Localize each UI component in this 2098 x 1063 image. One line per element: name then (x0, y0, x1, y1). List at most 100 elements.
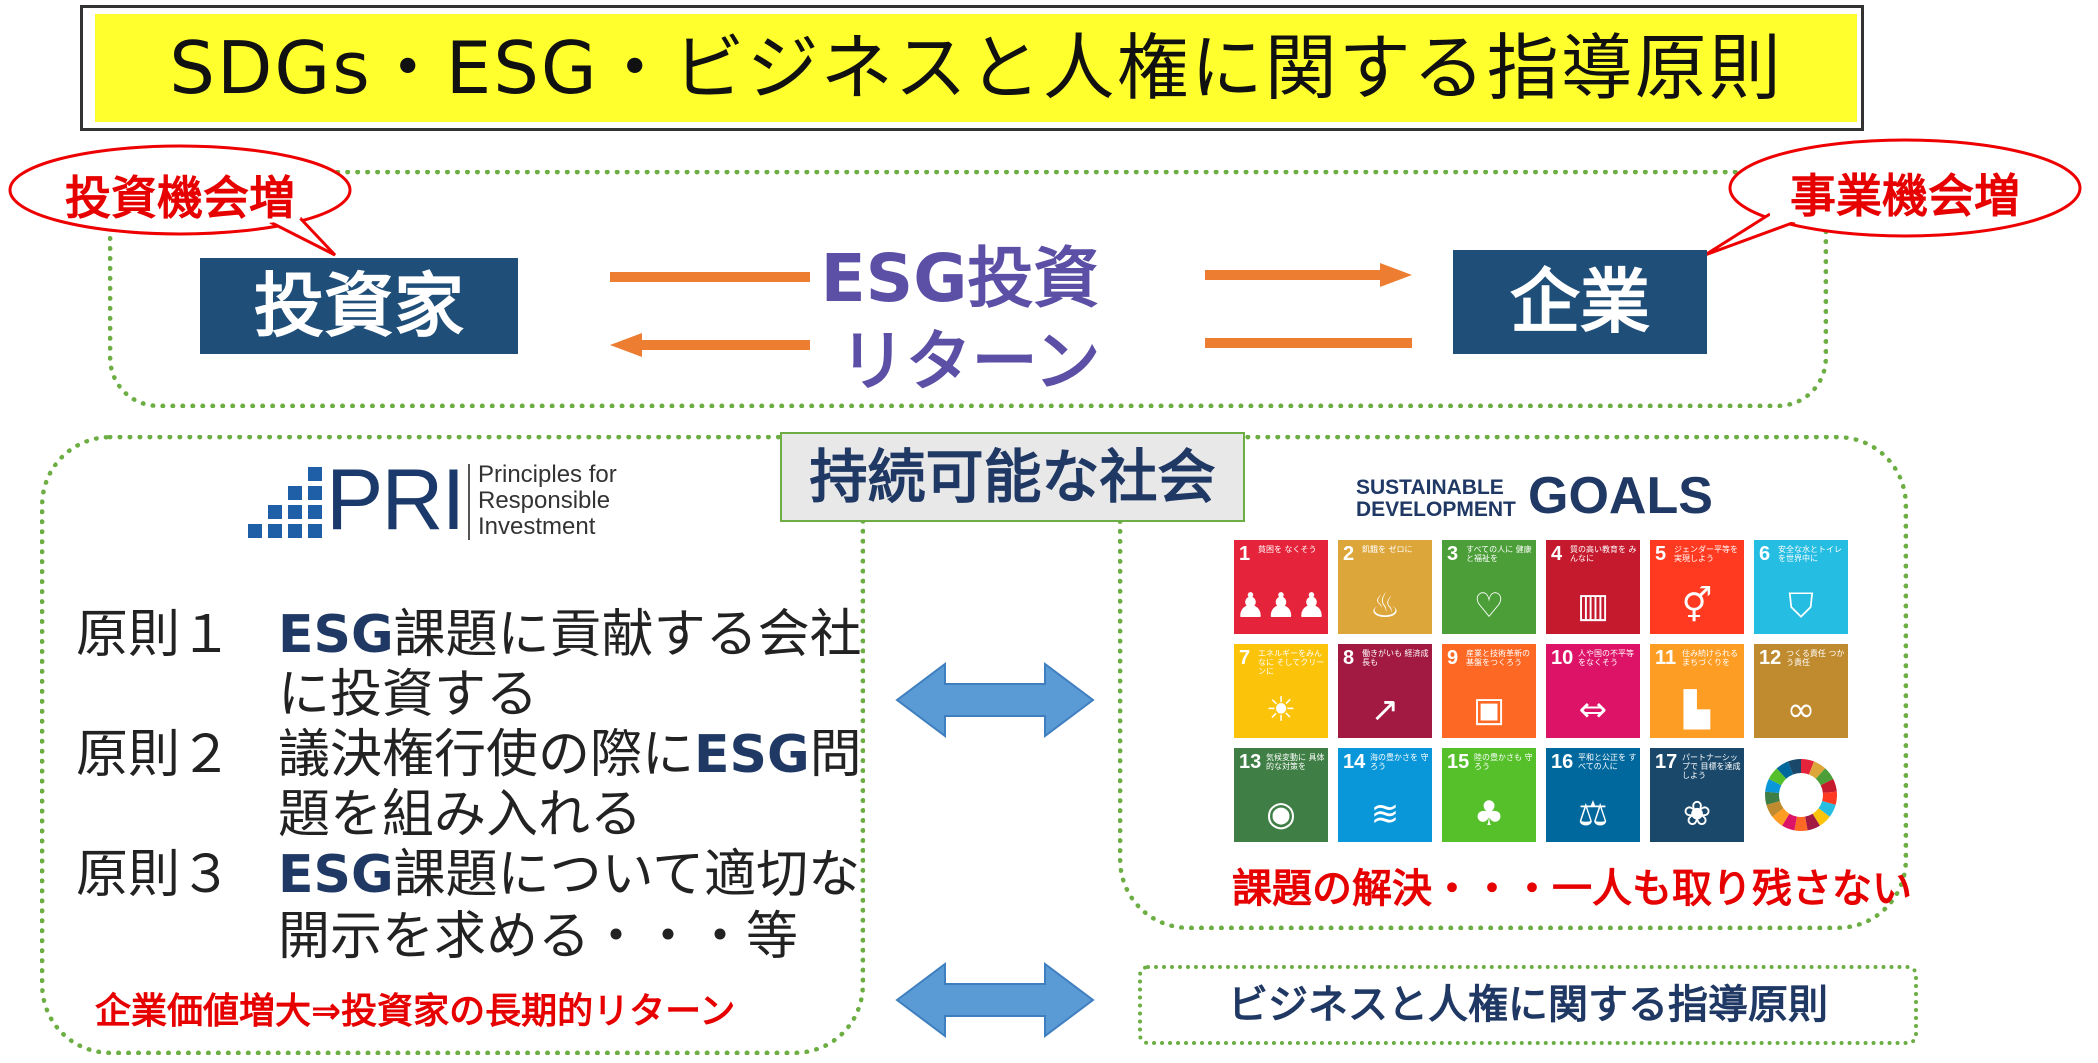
sdg-tile-icon: ∞ (1786, 690, 1816, 730)
sdg-tile-text: パートナーシップで 目標を達成しよう (1682, 753, 1741, 780)
sdg-tile-icon: ≋ (1370, 794, 1400, 834)
principle-2-label: 原則２ (76, 725, 233, 785)
principle-3-label: 原則３ (76, 845, 233, 905)
esg-investment-label: ESG投資 (820, 240, 1100, 317)
sdg-tile-icon: ♣ (1473, 794, 1505, 834)
sdg-tile-icon: ♡ (1473, 586, 1505, 626)
sdg-tile-8: 8 働きがいも 経済成長も ↗ (1338, 644, 1432, 738)
sdg-tile-11: 11 住み続けられる まちづくりを ▙ (1650, 644, 1744, 738)
sdg-tile-4: 4 質の高い教育を みんなに ▥ (1546, 540, 1640, 634)
page-title: SDGs・ESG・ビジネスと人権に関する指導原則 (169, 26, 1783, 110)
sdg-tile-number: 8 (1343, 647, 1355, 669)
pri-group (40, 435, 865, 1055)
principle-3-esg: ESG (278, 845, 394, 905)
principle-1-text-b: に投資する (278, 665, 539, 725)
sdg-tile-text: 飢餓を ゼロに (1362, 545, 1413, 554)
principle-2-esg: ESG (694, 725, 810, 785)
sdg-tile-icon: ⚥ (1681, 586, 1713, 626)
sdg-tile-text: 働きがいも 経済成長も (1362, 649, 1429, 667)
sdg-tile-number: 4 (1551, 543, 1563, 565)
sdg-tile-text: 質の高い教育を みんなに (1570, 545, 1637, 563)
title-highlight (95, 14, 1857, 122)
sdg-tile-number: 13 (1239, 751, 1262, 773)
esg-flow-arrows (610, 263, 1412, 357)
sdg-tile-text: 海の豊かさを 守ろう (1370, 753, 1429, 771)
sdg-tile-number: 6 (1759, 543, 1771, 565)
pri-logo-divider (468, 464, 470, 540)
pri-logo-sub3: Investment (478, 513, 596, 540)
sdg-tile-text: 貧困を なくそう (1258, 545, 1317, 554)
sdg-tile-text: 平和と公正を すべての人に (1578, 753, 1637, 771)
sdgs-goals-text: GOALS (1528, 467, 1713, 525)
sdg-tile-6: 6 安全な水とトイレ を世界中に ⛉ (1754, 540, 1848, 634)
pri-logo-subtitle: Principles for Responsible Investment (478, 462, 617, 540)
sdg-tile-text: 産業と技術革新の 基盤をつくろう (1466, 649, 1530, 667)
sdg-tile-icon: ⇔ (1578, 690, 1608, 730)
sdg-wheel-tile (1754, 748, 1848, 842)
sdg-tile-number: 9 (1447, 647, 1459, 669)
sdg-tile-text: エネルギーをみんなに そしてクリーンに (1258, 649, 1325, 676)
principle-2-text-b: 題を組み入れる (278, 785, 643, 845)
sdg-tile-number: 12 (1759, 647, 1782, 669)
principle-3-text: 課題について適切な (393, 845, 861, 905)
sdg-wheel-icon (1765, 759, 1837, 831)
double-arrow-upper (895, 662, 1095, 738)
principle-1-label: 原則１ (76, 605, 233, 665)
sdg-tile-icon: ⚖ (1577, 794, 1609, 834)
principle-2-text-end: 問 (809, 725, 862, 785)
pri-logo-mark (248, 467, 322, 538)
sdg-tile-icon: ◉ (1266, 794, 1296, 834)
sdg-tile-text: 安全な水とトイレ を世界中に (1778, 545, 1842, 563)
sdgs-logo-line2: DEVELOPMENT (1356, 498, 1516, 521)
sdg-tile-icon: ♟♟♟ (1235, 586, 1327, 626)
bubble-right-shape (1704, 138, 2082, 257)
sdgs-logo-line1: SUSTAINABLE (1356, 476, 1504, 499)
esg-investment-group (108, 170, 1828, 408)
sdg-tile-icon: ↗ (1370, 690, 1400, 730)
pri-footer: 企業価値増大⇒投資家の長期的リターン (95, 991, 736, 1032)
sdg-tile-7: 7 エネルギーをみんなに そしてクリーンに ☀ (1234, 644, 1328, 738)
sdg-tile-icon: ⛉ (1788, 586, 1814, 626)
sdg-tile-icon: ☀ (1265, 690, 1297, 730)
sustainable-society-label: 持続可能な社会 (780, 432, 1245, 522)
sdg-tile-icon: ❀ (1682, 794, 1712, 834)
sdg-tile-number: 5 (1655, 543, 1667, 565)
company-box: 企業 (1453, 250, 1707, 354)
sdg-tile-text: 住み続けられる まちづくりを (1682, 649, 1738, 667)
principle-3-text-b: 開示を求める・・・等 (278, 907, 799, 967)
sdg-tile-icon: ▥ (1576, 586, 1610, 626)
return-label: リターン (839, 323, 1101, 400)
sdg-tile-number: 2 (1343, 543, 1355, 565)
sdg-tile-text: 気候変動に 具体的な対策を (1266, 753, 1325, 771)
sdgs-group (1118, 435, 1908, 930)
sdg-tile-icon: ▙ (1683, 690, 1711, 730)
principle-3-text-a: ESG課題について適切な (278, 832, 860, 907)
pri-logo-sub2: Responsible (478, 487, 611, 514)
principle-2-text: 議決権行使の際に (278, 725, 695, 785)
sdg-tile-number: 14 (1343, 751, 1366, 773)
bubble-investment-opportunity: 投資機会増 (65, 171, 295, 225)
sdg-tile-text: つくる責任 つかう責任 (1786, 649, 1845, 667)
sdg-tile-number: 3 (1447, 543, 1459, 565)
bubble-left-shape (8, 144, 352, 257)
sdg-tile-text: すべての人に 健康と福祉を (1466, 545, 1532, 563)
principle-1-text: 課題に貢献する会社 (393, 605, 862, 665)
sdg-tile-3: 3 すべての人に 健康と福祉を ♡ (1442, 540, 1536, 634)
sdg-tile-number: 7 (1239, 647, 1251, 669)
sdg-tile-text: 陸の豊かさも 守ろう (1474, 753, 1533, 771)
sdg-tile-number: 15 (1447, 751, 1470, 773)
investor-box: 投資家 (200, 258, 518, 354)
business-human-rights-label: ビジネスと人権に関する指導原則 (1228, 982, 1828, 1028)
sdg-tile-text: 人や国の不平等 をなくそう (1578, 649, 1634, 667)
business-human-rights-box (1138, 965, 1918, 1045)
sdg-tile-number: 11 (1655, 647, 1677, 669)
